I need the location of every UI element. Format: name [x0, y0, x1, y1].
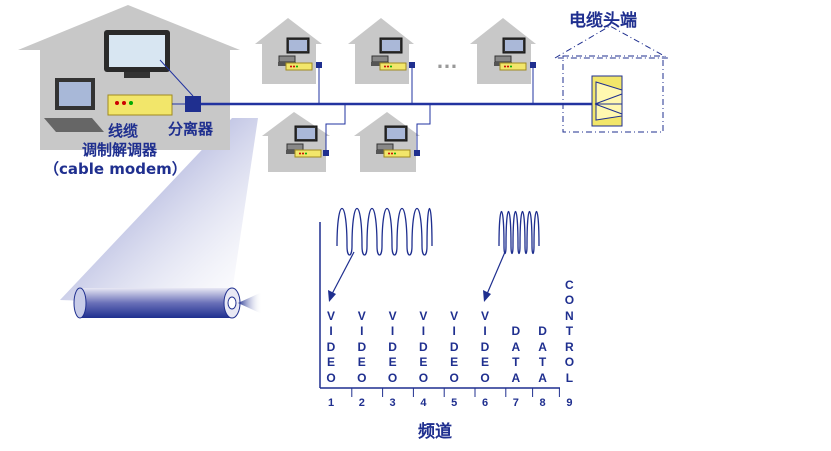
channel-letter: O [449, 370, 459, 385]
channel-letter: E [326, 355, 335, 369]
modem-label-line2: 调制解调器 [82, 141, 158, 159]
channel-letter: E [357, 355, 366, 369]
modem-label-line3: （cable modem） [44, 160, 187, 178]
channel-letter: V [326, 308, 335, 323]
channel-letter: E [450, 355, 459, 369]
ellipsis-label: … [436, 48, 458, 73]
zoom-beam [60, 118, 258, 306]
channel-letter: R [565, 339, 574, 354]
channel-number: 7 [512, 397, 519, 409]
channel-number: 1 [327, 397, 335, 409]
house-bottom-1 [262, 104, 346, 172]
channel-letter: D [388, 339, 397, 354]
low-frequency-wave [336, 208, 433, 256]
channel-letter: O [418, 370, 429, 385]
channel-letter: I [360, 324, 364, 338]
channel-letter: V [357, 308, 366, 323]
channel-letter: V [450, 308, 459, 323]
house-top-2 [348, 18, 415, 104]
channel-tick-marks [351, 388, 560, 397]
splitter-icon [185, 96, 201, 112]
channel-letter: I [483, 324, 487, 338]
channel-number: 9 [566, 397, 573, 409]
channel-letter: T [565, 324, 574, 338]
channel-letter: V [419, 308, 428, 323]
house-bottom-2 [354, 104, 431, 172]
channel-letter: O [357, 370, 367, 385]
channel-letter: E [480, 355, 489, 369]
channel-letter: D [419, 339, 428, 354]
channel-letter: N [565, 308, 574, 323]
channel-letter: O [480, 370, 490, 385]
channel-letter: E [388, 355, 397, 369]
channel-letter: A [538, 370, 547, 385]
channel-letter: I [329, 324, 333, 338]
channel-number: 3 [389, 397, 396, 409]
channel-letter: D [538, 324, 547, 338]
channel-letter: I [421, 324, 426, 338]
channel-letter: O [564, 355, 575, 369]
computer-icon [44, 78, 104, 132]
high-frequency-wave [498, 210, 540, 255]
house-top-1 [255, 18, 322, 104]
cable-cross-section-beam [262, 230, 320, 395]
tv-icon [104, 30, 170, 78]
channel-letter: D [480, 339, 490, 354]
channel-letter: D [511, 324, 521, 338]
channel-letter: D [357, 339, 367, 354]
channel-letter: O [326, 370, 336, 385]
channel-letter: A [538, 339, 547, 354]
channel-number: 5 [451, 397, 458, 409]
channel-letter: T [512, 355, 520, 369]
channel-axis-label: 频道 [418, 422, 452, 442]
channel-letter: V [388, 308, 397, 323]
coax-cable-icon [73, 287, 241, 319]
channel-letter: O [564, 293, 575, 307]
channel-number: 2 [358, 397, 365, 409]
channel-number: 4 [420, 397, 427, 409]
arrow-to-channel-1 [328, 290, 336, 302]
channel-letter: L [565, 370, 574, 385]
channel-letter: A [511, 370, 521, 385]
headend-label: 电缆头端 [569, 11, 637, 31]
splitter-label: 分离器 [168, 120, 214, 138]
channel-letter: D [326, 339, 336, 354]
headend-house [553, 25, 669, 133]
channel-letter: I [452, 324, 456, 338]
channel-letter: I [390, 324, 395, 338]
channel-letter: C [565, 277, 574, 292]
arrow-to-channel-6 [483, 290, 491, 302]
channel-letter: A [511, 339, 521, 354]
modem-label-line1: 线缆 [108, 122, 139, 140]
channel-letter: E [419, 355, 428, 369]
house-top-3 [470, 18, 536, 104]
channel-letter: T [538, 355, 547, 369]
channel-letter: D [449, 339, 459, 354]
channel-number: 6 [481, 397, 489, 409]
channel-number: 8 [539, 397, 546, 409]
channel-letter: V [480, 308, 489, 323]
cable-modem-icon [107, 94, 173, 116]
channel-letter: O [387, 370, 398, 385]
